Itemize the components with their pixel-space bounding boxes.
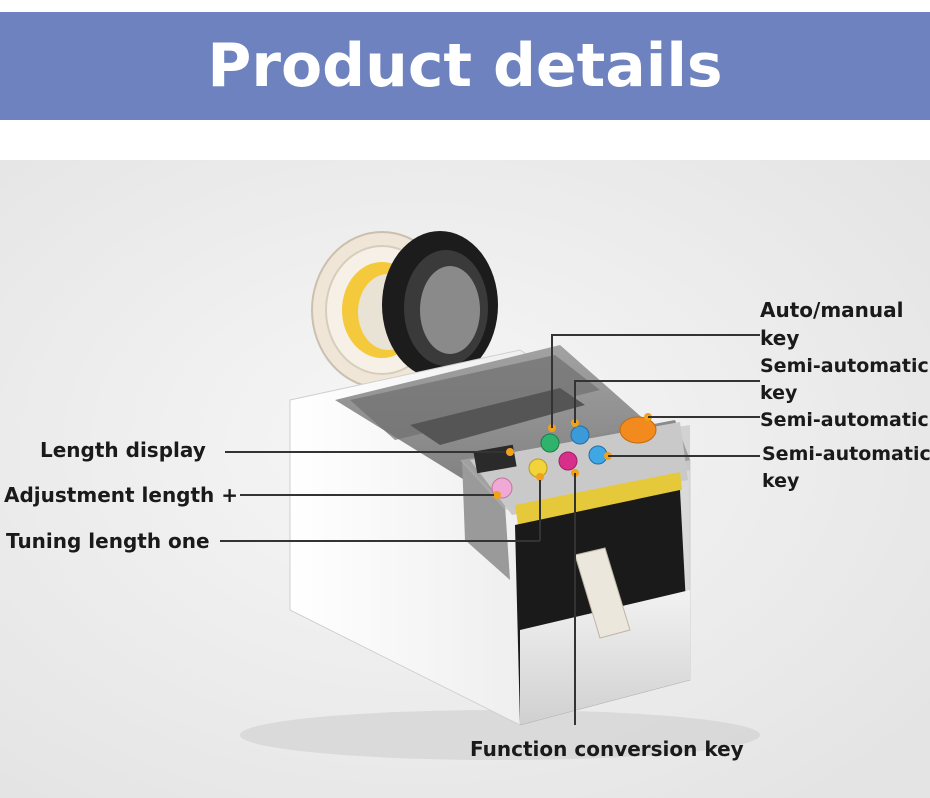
button-blue-1 [570, 425, 590, 445]
button-green [540, 433, 560, 453]
start-button [619, 416, 657, 444]
dispensed-tape [574, 547, 631, 639]
label-auto-manual-key-line2: key [760, 326, 800, 350]
callout-lines [220, 334, 760, 725]
button-magenta [558, 451, 578, 471]
panel-face [470, 422, 688, 515]
label-length-display: Length display [40, 438, 206, 462]
label-semi-automatic-key-3-line1: Semi-automatic [762, 443, 930, 465]
tape-rolls [311, 231, 498, 389]
label-function-conversion-key: Function conversion key [470, 737, 744, 761]
label-tuning-length-one: Tuning length one [6, 529, 210, 553]
label-auto-manual-key-line1: Auto/manual [760, 298, 904, 322]
label-semi-automatic-key-3-line2: key [762, 470, 800, 492]
header-band: Product details [0, 12, 930, 120]
label-semi-automatic-2: Semi-automatic [760, 409, 929, 431]
label-adjustment-length-plus: Adjustment length + [4, 483, 239, 507]
label-semi-automatic-key-1-line2: key [760, 382, 798, 404]
page-title: Product details [207, 31, 723, 101]
machine-shadow [240, 710, 760, 760]
warning-strip [515, 472, 682, 525]
label-semi-automatic-key-1-line1: Semi-automatic [760, 355, 929, 377]
product-photo [0, 160, 930, 798]
